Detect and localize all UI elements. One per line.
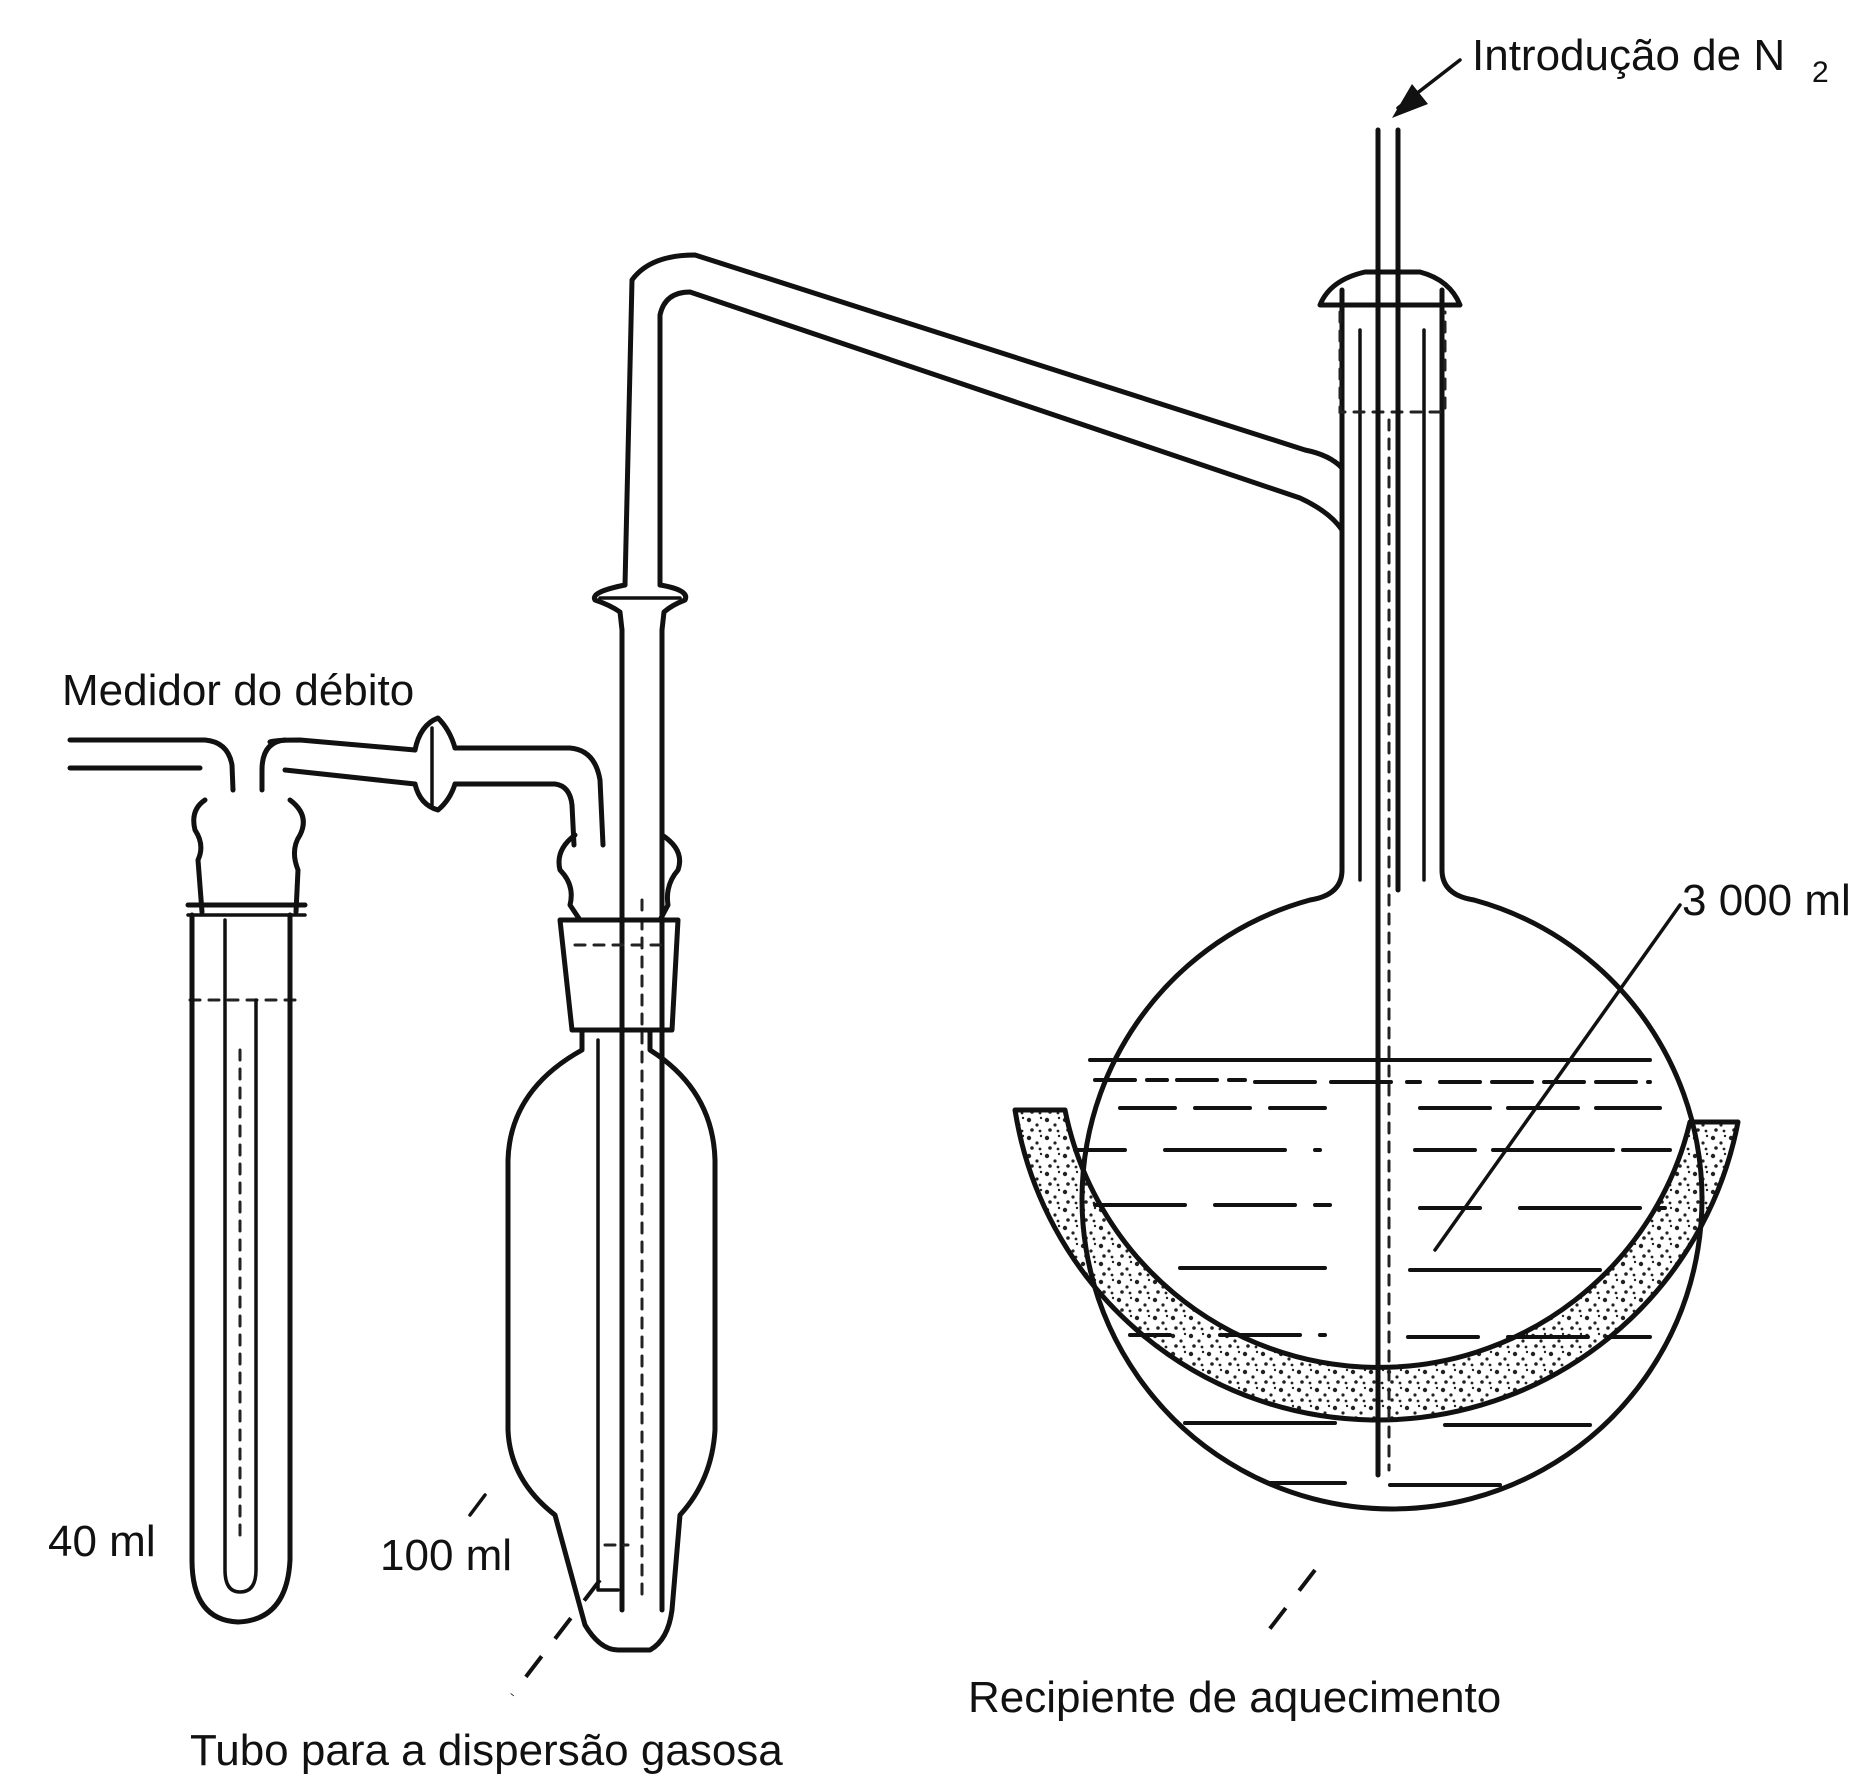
label-40ml: 40 ml — [48, 1517, 156, 1566]
label-100ml: 100 ml — [380, 1531, 512, 1580]
label-heating-vessel: Recipiente de aquecimento — [968, 1673, 1501, 1722]
leader-heating-vessel — [1263, 1568, 1317, 1637]
heating-mantle — [1012, 1107, 1741, 1423]
n2-inlet-arrow — [1392, 58, 1462, 118]
round-bottom-flask — [1073, 127, 1705, 1512]
leader-3000ml — [1433, 903, 1682, 1252]
leader-dispersion-tube — [510, 1578, 602, 1697]
label-gas-dispersion-tube: Tubo para a dispersão gasosa — [190, 1726, 783, 1775]
delivery-tube — [591, 252, 1345, 1613]
label-3000ml: 3 000 ml — [1682, 876, 1851, 925]
label-n2-subscript: 2 — [1812, 56, 1829, 89]
test-tube-trap — [67, 737, 308, 1625]
label-n2-inlet: Introdução de N — [1472, 31, 1785, 80]
liquid-level — [1073, 1058, 1672, 1487]
leader-100ml — [468, 1493, 487, 1517]
flow-meter-joint — [267, 715, 458, 813]
gas-washing-bottle — [452, 745, 718, 1653]
label-flow-meter: Medidor do débito — [62, 666, 414, 715]
